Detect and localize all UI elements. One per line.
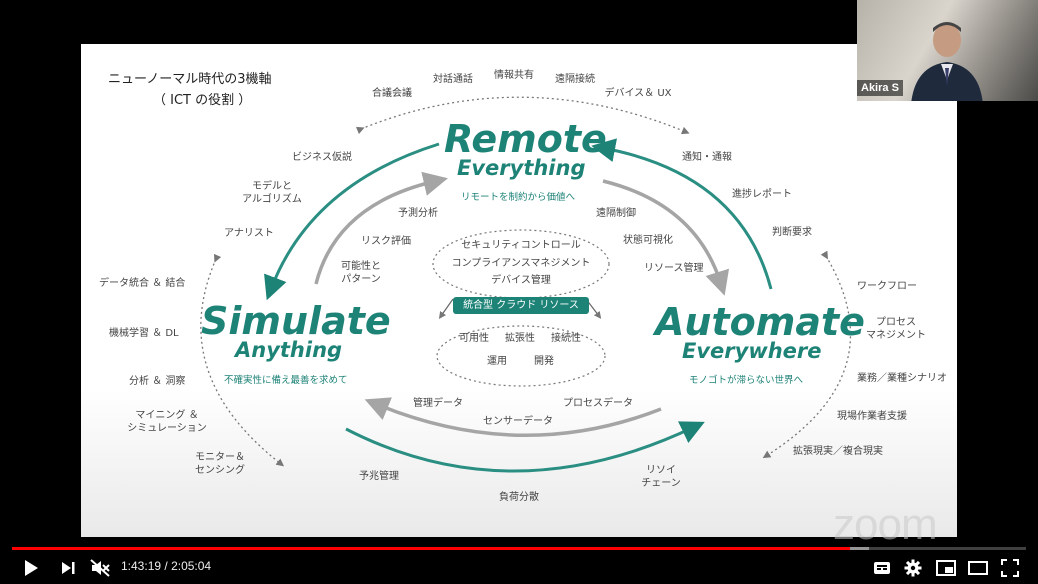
simulate-caption: 不確実性に備え最善を求めて — [224, 372, 348, 386]
player-controls: 1:43:19 / 2:05:04 — [0, 551, 1038, 584]
fullscreen-icon — [1001, 559, 1019, 577]
inner-item: 遠隔制御 — [596, 208, 636, 221]
theater-mode-button[interactable] — [965, 551, 991, 584]
remote-caption: リモートを制約から価値へ — [461, 189, 575, 203]
participant-name: Akira S — [857, 80, 903, 96]
top-item: デバイス＆ UX — [604, 88, 671, 101]
top-item: 対話通話 — [433, 74, 473, 87]
center-item: コンプライアンスマネジメント — [452, 258, 591, 271]
left-upper-item: アナリスト — [224, 228, 274, 241]
lower-outer-item: 予兆管理 — [359, 471, 399, 484]
duration: 2:05:04 — [171, 559, 211, 573]
center-item: セキュリティコントロール — [461, 240, 580, 253]
progress-bar[interactable] — [12, 547, 1026, 550]
lower-outer-item: リソイ チェーン — [641, 465, 681, 490]
left-upper-item: モデルと アルゴリズム — [242, 181, 302, 206]
left-item: 機械学習 ＆ DL — [109, 328, 179, 341]
center-item: 拡張性 — [505, 333, 535, 346]
center-item: 開発 — [534, 356, 554, 369]
center-item: 可用性 — [459, 333, 489, 346]
settings-button[interactable] — [901, 551, 925, 584]
cloud-resource-label: 統合型 クラウド リソース — [453, 297, 589, 314]
lower-inner-item: センサーデータ — [483, 416, 553, 429]
left-item: モニター＆ センシング — [195, 452, 245, 477]
subtitles-button[interactable] — [869, 551, 895, 584]
progress-played — [12, 547, 850, 550]
mute-button[interactable] — [86, 551, 114, 584]
right-item: 業務／業種シナリオ — [857, 373, 947, 386]
simulate-subtitle: Anything — [235, 338, 342, 362]
lower-inner-item: プロセスデータ — [563, 398, 633, 411]
gear-icon — [904, 559, 922, 577]
participant-silhouette — [907, 14, 987, 101]
center-item: 接続性 — [551, 333, 581, 346]
miniplayer-button[interactable] — [933, 551, 959, 584]
play-button[interactable] — [16, 551, 46, 584]
right-upper-item: 通知・通報 — [682, 152, 732, 165]
right-upper-item: 進捗レポート — [732, 189, 792, 202]
slide-subtitle: （ ICT の役割 ） — [153, 93, 251, 109]
current-time: 1:43:19 — [121, 559, 161, 573]
right-item: ワークフロー — [857, 281, 917, 294]
fullscreen-button[interactable] — [997, 551, 1023, 584]
time-separator: / — [161, 559, 171, 573]
inner-item: 予測分析 — [398, 208, 438, 221]
left-item: データ統合 ＆ 結合 — [99, 278, 185, 291]
subtitles-icon — [873, 561, 891, 575]
theater-mode-icon — [968, 561, 988, 575]
zoom-watermark: zoom — [833, 500, 937, 550]
center-item: 運用 — [487, 356, 507, 369]
automate-subtitle: Everywhere — [682, 339, 822, 363]
remote-subtitle: Everything — [457, 156, 586, 180]
participant-video: Akira S — [857, 0, 1038, 101]
automate-title: Automate — [655, 300, 865, 344]
left-upper-item: ビジネス仮説 — [292, 152, 352, 165]
time-display: 1:43:19 / 2:05:04 — [121, 559, 211, 573]
right-item: 拡張現実／複合現実 — [793, 446, 883, 459]
inner-item: 可能性と パターン — [341, 261, 381, 286]
inner-item: リスク評価 — [361, 236, 411, 249]
top-item: 情報共有 — [494, 70, 534, 83]
next-button[interactable] — [54, 551, 82, 584]
lower-inner-item: 管理データ — [413, 398, 463, 411]
volume-muted-icon — [90, 559, 110, 577]
presentation-slide: ニューノーマル時代の3機軸 （ ICT の役割 ） 合議会議 対話通話 情報共有… — [81, 44, 957, 537]
inner-item: 状態可視化 — [623, 235, 673, 248]
top-item: 合議会議 — [372, 88, 412, 101]
center-item: デバイス管理 — [491, 275, 551, 288]
miniplayer-icon — [936, 560, 956, 576]
automate-caption: モノゴトが滞らない世界へ — [689, 372, 803, 386]
right-item: プロセス マネジメント — [866, 317, 926, 342]
right-item: 現場作業者支援 — [837, 411, 907, 424]
inner-item: リソース管理 — [644, 263, 704, 276]
play-icon — [23, 559, 39, 577]
lower-outer-item: 負荷分散 — [499, 492, 539, 505]
left-item: 分析 ＆ 洞察 — [129, 376, 185, 389]
simulate-title: Simulate — [201, 299, 391, 343]
left-item: マイニング ＆ シミュレーション — [127, 410, 207, 435]
top-item: 遠隔接続 — [555, 74, 595, 87]
slide-title: ニューノーマル時代の3機軸 — [108, 72, 272, 88]
remote-title: Remote — [444, 117, 607, 161]
next-icon — [60, 560, 76, 576]
right-upper-item: 判断要求 — [772, 227, 812, 240]
